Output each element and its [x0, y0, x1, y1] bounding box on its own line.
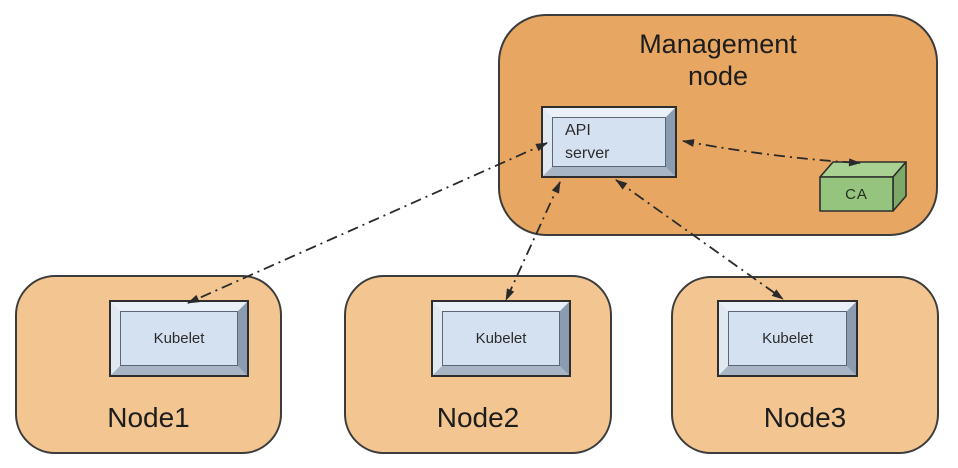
- ca-cuboid-shape: [819, 161, 907, 212]
- api-server-label: API server: [565, 121, 610, 162]
- kubelet-label-node1: Kubelet: [153, 330, 205, 347]
- ca-label: CA: [845, 185, 868, 203]
- management-node-title: Management node: [639, 29, 797, 91]
- kubelet-box-node1: Kubelet: [111, 302, 247, 375]
- api-server-box: API server: [543, 108, 675, 176]
- kubelet-box-node3: Kubelet: [719, 302, 856, 375]
- kubelet-label-node3: Kubelet: [762, 330, 813, 347]
- kubelet-label-node2: Kubelet: [475, 330, 527, 347]
- node1-label: Node1: [107, 402, 190, 433]
- kubelet-box-node2: Kubelet: [433, 302, 569, 375]
- node3-label: Node3: [763, 402, 847, 433]
- node2-label: Node2: [436, 402, 520, 433]
- ca-box: CA: [815, 149, 910, 215]
